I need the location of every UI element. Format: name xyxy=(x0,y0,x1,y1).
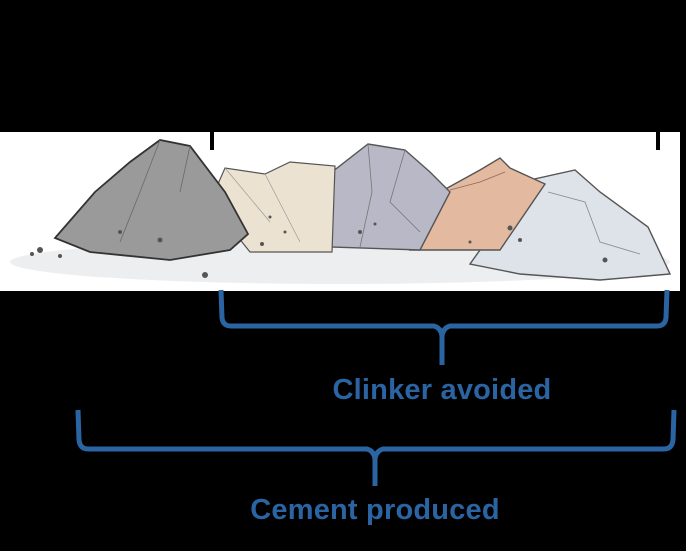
rock-piles-icon xyxy=(10,139,672,284)
clinker-avoided-bracket xyxy=(218,289,670,365)
cement-produced-bracket xyxy=(75,409,677,486)
clinker-avoided-label: Clinker avoided xyxy=(332,374,552,406)
rock-piles-illustration xyxy=(0,132,680,291)
cement-produced-label: Cement produced xyxy=(250,494,500,526)
